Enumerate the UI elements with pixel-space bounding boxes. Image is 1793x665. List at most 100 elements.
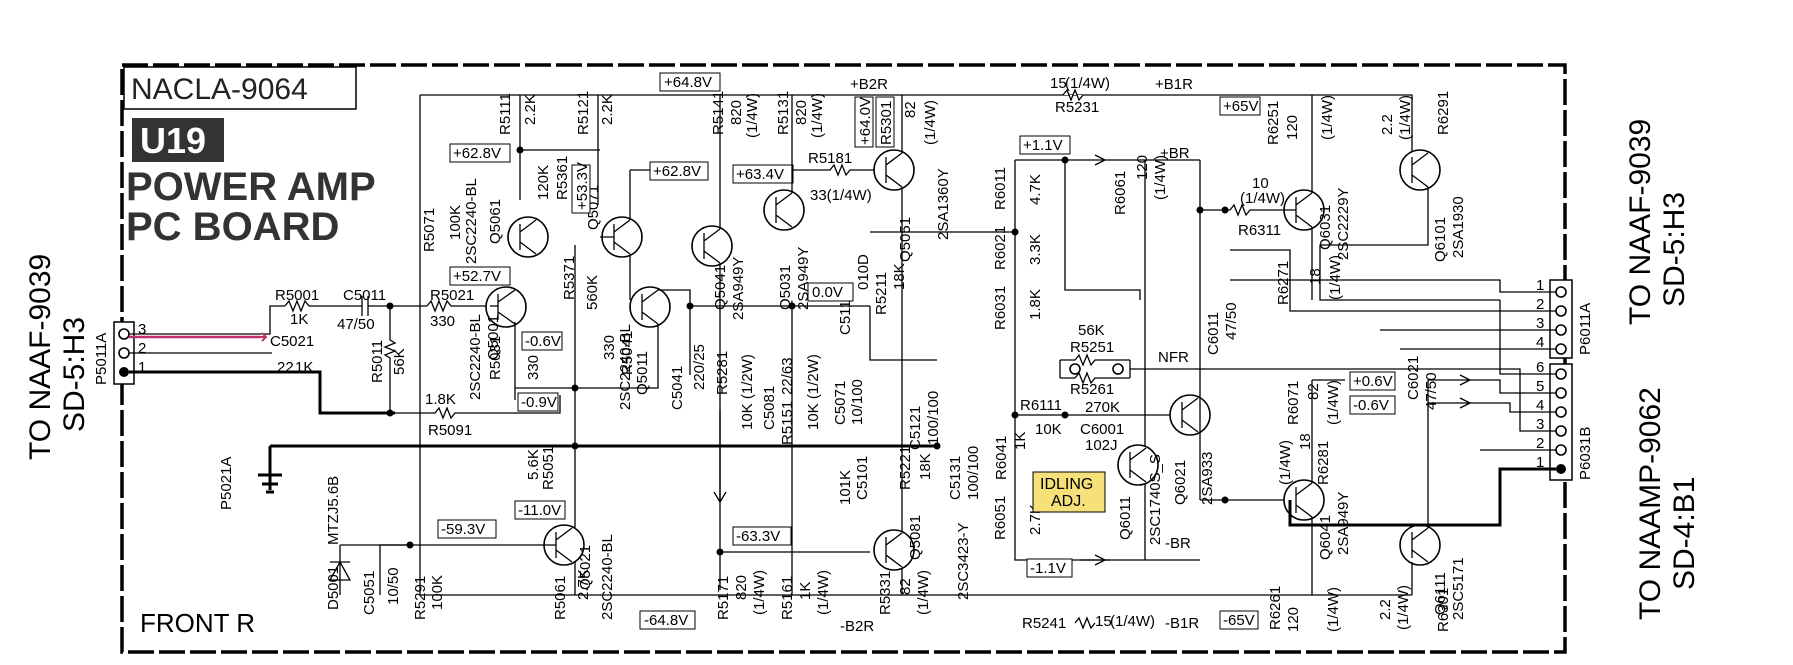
svg-text:(1/4W): (1/4W)	[1325, 380, 1342, 425]
svg-text:1K: 1K	[797, 582, 814, 600]
svg-text:2.2: 2.2	[1379, 114, 1396, 135]
left-connector-destination: TO NAAF-9039 SD-5:H3	[24, 254, 91, 460]
svg-text:Q6011: Q6011	[1117, 496, 1134, 540]
svg-text:R5041: R5041	[619, 331, 636, 375]
resistor-r5301-box	[875, 96, 895, 148]
svg-text:6: 6	[1536, 359, 1544, 376]
svg-text:+B1R: +B1R	[1155, 76, 1193, 93]
svg-text:R5161: R5161	[779, 576, 796, 620]
svg-text:3: 3	[1536, 416, 1544, 433]
connector-p6031b: 6 5 4 3 2 1 P6031B	[1536, 359, 1594, 481]
svg-text:4: 4	[1536, 334, 1544, 351]
capacitor-c6011: C6011	[1205, 312, 1222, 355]
svg-text:102J: 102J	[1085, 437, 1118, 454]
svg-text:(1/4W): (1/4W)	[1240, 190, 1285, 207]
transistor-q6021: Q6021 2SA933	[1169, 394, 1216, 505]
svg-text:1: 1	[1536, 454, 1544, 471]
svg-text:Q5001: Q5001	[485, 315, 502, 360]
svg-text:NFR: NFR	[1158, 349, 1189, 366]
svg-text:1: 1	[1536, 277, 1544, 294]
svg-text:(1/4W): (1/4W)	[815, 570, 832, 615]
svg-text:R5361: R5361	[554, 156, 571, 200]
svg-text:SD-5:H3: SD-5:H3	[58, 317, 91, 432]
svg-text:2: 2	[1536, 435, 1544, 452]
svg-text:4.7K: 4.7K	[1027, 174, 1044, 205]
svg-text:1.8K: 1.8K	[1027, 289, 1044, 320]
capacitor-c6001: C6001	[1080, 421, 1124, 438]
svg-text:C5131: C5131	[947, 456, 964, 500]
svg-text:+52.7V: +52.7V	[453, 268, 501, 285]
capacitor-c5071: C5071	[832, 381, 849, 425]
svg-text:MTZJ5.6B: MTZJ5.6B	[325, 476, 342, 545]
svg-text:1.8K: 1.8K	[425, 391, 456, 408]
resistor-r5171: R5171	[715, 576, 732, 620]
svg-text:(1/4W): (1/4W)	[1397, 95, 1414, 140]
svg-text:C5121: C5121	[907, 406, 924, 450]
svg-text:2: 2	[1536, 296, 1544, 313]
resistor-r5021	[426, 299, 490, 313]
svg-text:10K: 10K	[1035, 421, 1062, 438]
resistor-r5141: R5141	[710, 91, 727, 135]
svg-text:1K: 1K	[290, 311, 308, 328]
svg-text:82: 82	[897, 578, 914, 595]
svg-text:-B1R: -B1R	[1165, 615, 1199, 632]
resistor-r6011: R6011	[992, 167, 1009, 210]
svg-text:Q5081: Q5081	[907, 515, 924, 560]
svg-text:IDLING: IDLING	[1040, 476, 1093, 493]
svg-text:-0.6V: -0.6V	[1353, 397, 1389, 414]
svg-text:R5171: R5171	[715, 576, 732, 620]
svg-text:R5001: R5001	[275, 287, 319, 304]
capacitor-c6021: C6021	[1405, 356, 1422, 400]
transistor-q6011: Q6011 2SC1740S_S	[1117, 444, 1164, 545]
svg-text:5: 5	[1536, 378, 1544, 395]
svg-text:R6021: R6021	[992, 226, 1009, 270]
svg-text:270K: 270K	[1085, 399, 1120, 416]
svg-text:3: 3	[1536, 315, 1544, 332]
svg-text:C5021: C5021	[270, 333, 314, 350]
resistor-r6281: (1/4W)	[1277, 440, 1294, 485]
svg-text:2SC2240-BL: 2SC2240-BL	[463, 178, 480, 264]
svg-text:P5021A: P5021A	[218, 457, 235, 510]
svg-text:(1/4W): (1/4W)	[744, 93, 761, 138]
svg-text:R5071: R5071	[421, 208, 438, 252]
position-label: FRONT R	[140, 608, 255, 638]
svg-text:2SC1740S_S: 2SC1740S_S	[1147, 454, 1164, 545]
resistor-r5161: R5161	[779, 576, 796, 620]
svg-text:+62.8V: +62.8V	[453, 145, 501, 162]
svg-text:1: 1	[138, 359, 146, 376]
resistor-r5071: R5071	[421, 208, 438, 252]
svg-text:2SC3423-Y: 2SC3423-Y	[955, 522, 972, 600]
svg-text:Q5051: Q5051	[897, 217, 914, 262]
svg-text:2.2K: 2.2K	[599, 94, 616, 125]
svg-text:SD-4:B1: SD-4:B1	[1668, 477, 1701, 590]
svg-text:D5001: D5001	[325, 566, 342, 610]
svg-text:R5231: R5231	[1055, 99, 1099, 116]
svg-text:P5011A: P5011A	[93, 333, 110, 385]
svg-text:+64.8V: +64.8V	[664, 74, 712, 91]
svg-text:TO NAAF-9039: TO NAAF-9039	[24, 254, 57, 460]
resistor-r6031: R6031	[992, 286, 1009, 330]
svg-text:R5211: R5211	[873, 272, 890, 315]
unit-badge	[132, 118, 224, 162]
svg-text:C5101: C5101	[854, 456, 871, 500]
svg-text:82: 82	[1305, 383, 1322, 400]
svg-text:220/25: 220/25	[691, 344, 708, 390]
svg-text:(1/4W): (1/4W)	[1065, 75, 1110, 92]
resistor-r5211: R5211	[873, 272, 890, 315]
resistor-r6271: R6271	[1275, 261, 1292, 305]
svg-text:R5291: R5291	[412, 576, 429, 620]
svg-text:SD-5:H3: SD-5:H3	[1658, 192, 1691, 307]
svg-text:R6031: R6031	[992, 286, 1009, 330]
svg-text:Q5061: Q5061	[487, 199, 504, 244]
svg-text:-63.3V: -63.3V	[736, 528, 780, 545]
svg-text:+62.8V: +62.8V	[653, 163, 701, 180]
svg-text:-65V: -65V	[1223, 612, 1255, 629]
resistor-r6311: 10	[1252, 175, 1269, 192]
svg-text:C5081: C5081	[761, 386, 778, 430]
ground-wire	[129, 370, 395, 415]
svg-text:(1/4W): (1/4W)	[915, 570, 932, 615]
svg-text:(1/4W): (1/4W)	[1395, 585, 1412, 630]
right-top-connector-destination: TO NAAF-9039 SD-5:H3	[1624, 119, 1691, 325]
resistor-r5061: R5061	[552, 576, 569, 620]
svg-text:15: 15	[1095, 613, 1112, 630]
